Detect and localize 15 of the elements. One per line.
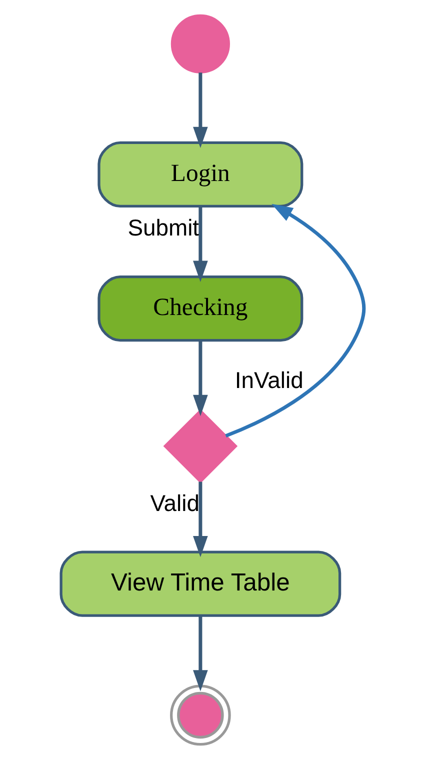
arrow	[193, 206, 208, 282]
arrow	[193, 616, 208, 692]
edge-label: Submit	[128, 214, 200, 241]
node-circle	[170, 14, 230, 74]
arrow	[193, 340, 208, 416]
node-circle	[170, 684, 231, 746]
arrow	[193, 482, 208, 558]
node-diamond	[163, 409, 238, 484]
node-box: Checking	[98, 275, 304, 342]
edge-label: InValid	[234, 367, 304, 394]
node-box: View Time Table	[60, 550, 342, 617]
node-box: Login	[98, 141, 304, 208]
arrow	[225, 204, 366, 438]
arrow	[193, 72, 208, 148]
edge-label: Valid	[150, 490, 200, 516]
